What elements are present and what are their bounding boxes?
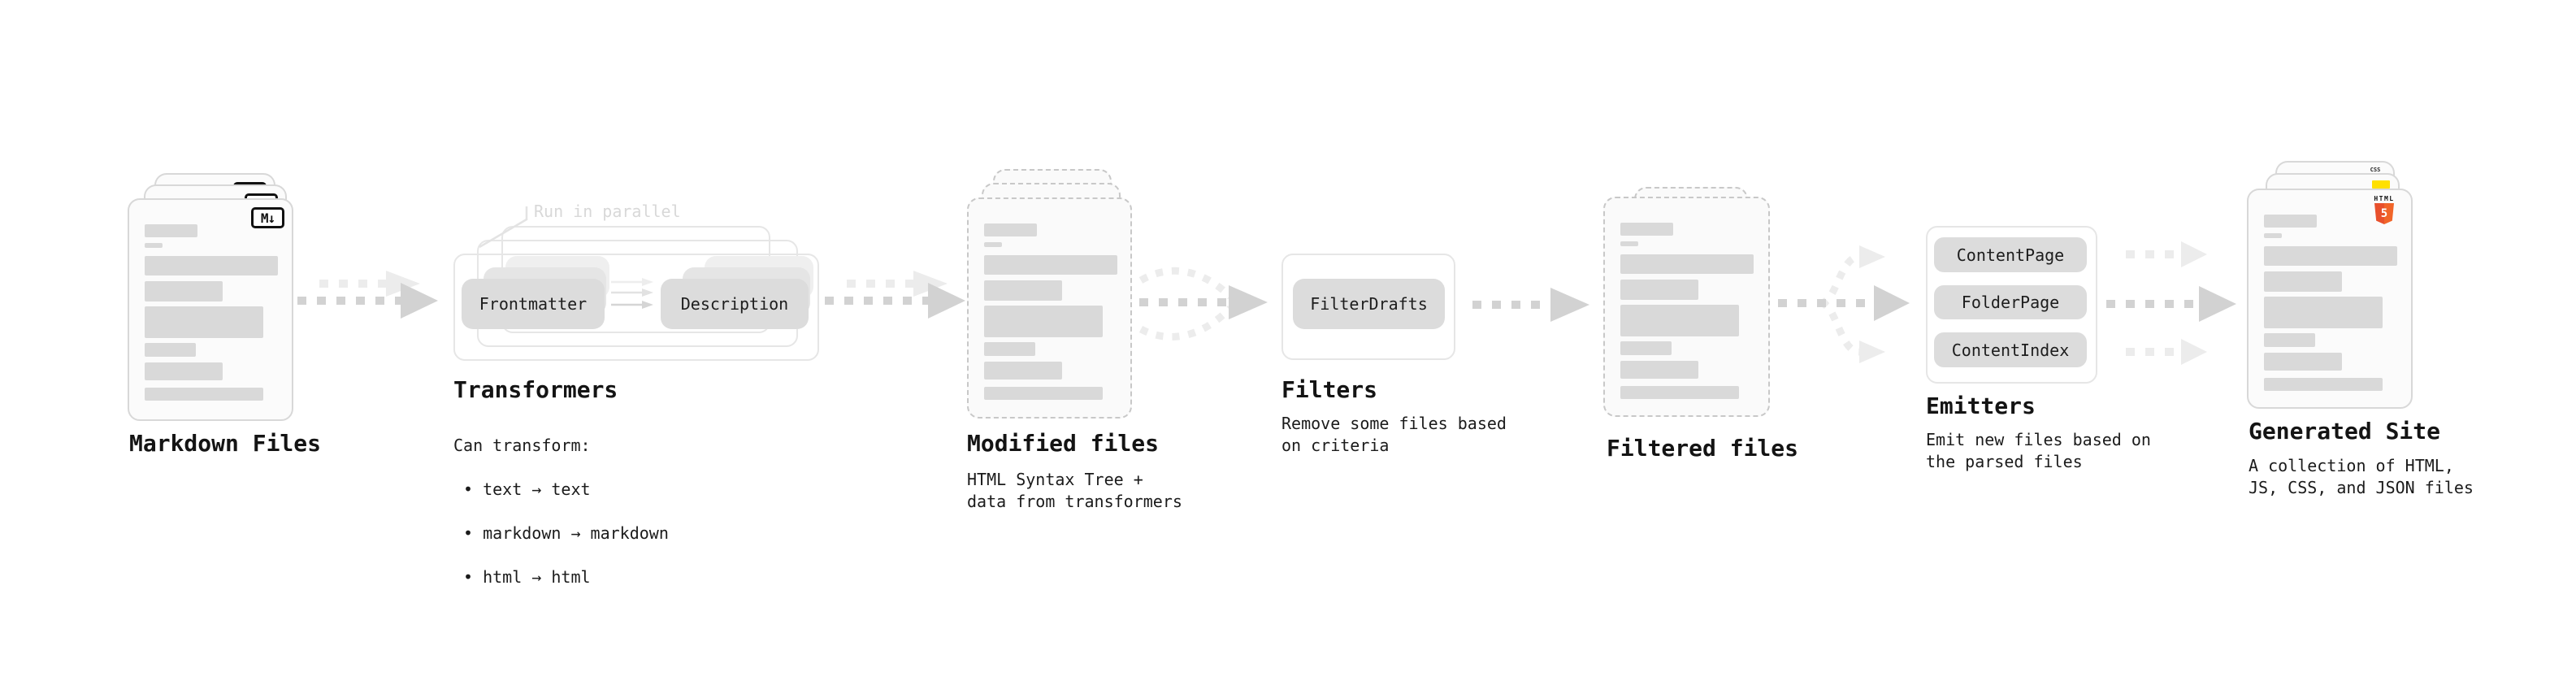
skeleton-bar xyxy=(2264,246,2397,266)
filters-description: Remove some files based on criteria xyxy=(1281,414,1507,455)
arrow-filtered-to-emitters xyxy=(1778,245,1910,363)
markdown-files-label: Markdown Files xyxy=(129,430,322,457)
filters-label: Filters xyxy=(1281,376,1378,403)
skeleton-bar xyxy=(984,242,1002,247)
markdown-icon: M↓ xyxy=(251,207,284,228)
transformers-description: Can transform: • text → text • markdown … xyxy=(453,413,669,610)
skeleton-bar xyxy=(145,256,278,275)
description-pill: Description xyxy=(661,279,809,329)
skeleton-bar xyxy=(984,362,1062,380)
skeleton-bar xyxy=(1620,223,1673,236)
skeleton-bar xyxy=(984,306,1103,337)
filtered-files-label: Filtered files xyxy=(1607,435,1799,462)
transformer-box-front xyxy=(453,254,819,361)
skeleton-bar xyxy=(1620,341,1672,355)
generated-site-description: A collection of HTML, JS, CSS, and JSON … xyxy=(2249,456,2474,497)
html5-shield: 5 xyxy=(2374,203,2394,224)
arrow-modified-to-filters xyxy=(1138,267,1268,340)
skeleton-bar xyxy=(984,255,1117,275)
generated-site-label: Generated Site xyxy=(2249,418,2441,445)
skeleton-bar xyxy=(1620,254,1754,274)
skeleton-bar xyxy=(2264,271,2342,292)
transformers-label: Transformers xyxy=(453,376,618,403)
transformers-bullet: • markdown → markdown xyxy=(463,523,669,543)
frontmatter-pill: Frontmatter xyxy=(462,279,605,329)
arrow-transformers-to-modified xyxy=(825,271,965,319)
skeleton-bar xyxy=(1620,386,1739,399)
html5-icon-label: HTML xyxy=(2374,195,2395,202)
html5-icon: HTML 5 xyxy=(2366,195,2403,224)
skeleton-bar xyxy=(2264,378,2383,391)
skeleton-bar xyxy=(1620,280,1698,300)
run-in-parallel-callout: Run in parallel xyxy=(534,202,681,221)
transformers-bullet: • text → text xyxy=(463,479,591,499)
skeleton-bar xyxy=(145,388,263,401)
skeleton-bar xyxy=(984,342,1035,356)
skeleton-bar xyxy=(2264,215,2317,228)
filterdrafts-pill: FilterDrafts xyxy=(1293,279,1445,329)
skeleton-bar xyxy=(145,343,196,357)
skeleton-bar xyxy=(2264,333,2315,347)
skeleton-bar xyxy=(2264,353,2342,371)
contentindex-pill: ContentIndex xyxy=(1934,332,2087,367)
emitters-description: Emit new files based on the parsed files xyxy=(1926,430,2151,471)
callout-line xyxy=(479,206,528,249)
skeleton-bar xyxy=(145,243,163,248)
skeleton-bar xyxy=(984,280,1062,301)
skeleton-bar xyxy=(145,281,223,301)
skeleton-bar xyxy=(145,306,263,338)
parallel-arrows-icon xyxy=(611,278,653,309)
skeleton-bar xyxy=(984,387,1103,400)
folderpage-pill: FolderPage xyxy=(1934,285,2087,319)
skeleton-bar xyxy=(2264,233,2282,238)
modified-files-description: HTML Syntax Tree + data from transformer… xyxy=(967,470,1182,511)
css-icon-label: CSS xyxy=(2370,167,2381,173)
arrow-markdown-to-transformers xyxy=(297,271,438,319)
filtered-file-card-front xyxy=(1603,197,1770,417)
modified-files-label: Modified files xyxy=(967,430,1160,457)
arrow-filters-to-filtered xyxy=(1472,288,1589,322)
skeleton-bar xyxy=(1620,361,1698,379)
transformers-desc-title: Can transform: xyxy=(453,436,591,455)
skeleton-bar xyxy=(1620,241,1638,246)
skeleton-bar xyxy=(145,362,223,380)
emitters-label: Emitters xyxy=(1926,393,2036,419)
generated-file-card-front: HTML 5 xyxy=(2247,189,2413,409)
skeleton-bar xyxy=(2264,297,2383,328)
markdown-file-card-front: M↓ xyxy=(128,198,293,421)
skeleton-bar xyxy=(1620,305,1739,336)
skeleton-bar xyxy=(984,223,1037,236)
transformers-bullet: • html → html xyxy=(463,567,591,587)
js-icon xyxy=(2372,180,2390,189)
modified-file-card-front xyxy=(967,197,1132,419)
arrow-emitters-to-generated xyxy=(2106,241,2236,365)
contentpage-pill: ContentPage xyxy=(1934,237,2087,272)
skeleton-bar xyxy=(145,224,197,237)
